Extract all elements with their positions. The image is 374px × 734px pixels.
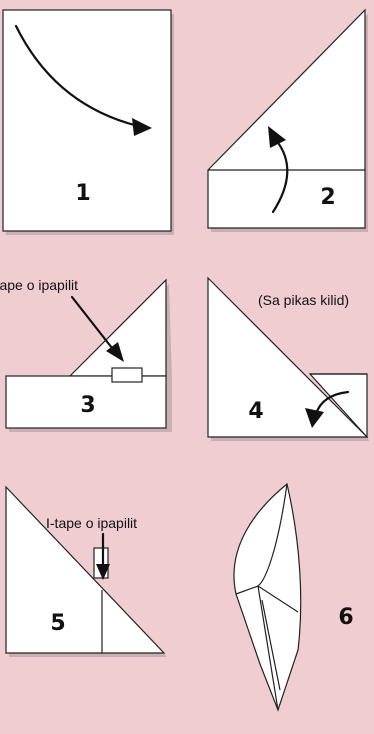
step-3: I-tape o ipapilit 3 xyxy=(0,277,172,432)
step-2-number: 2 xyxy=(320,185,335,210)
step-6: 6 xyxy=(234,484,354,710)
step-5-annotation: I-tape o ipapilit xyxy=(46,515,137,531)
step-3-pointer-arrow xyxy=(72,297,112,348)
step-4: (Sa pikas kilid) 4 xyxy=(208,278,370,441)
step-2: 2 xyxy=(208,10,368,232)
step-5: I-tape o ipapilit 5 xyxy=(6,487,167,657)
step-3-annotation: I-tape o ipapilit xyxy=(0,277,78,293)
step-1-number: 1 xyxy=(75,181,90,206)
step-3-triangle xyxy=(70,280,166,376)
step-3-number: 3 xyxy=(80,393,95,418)
step-4-number: 4 xyxy=(248,399,263,424)
step-2-paper xyxy=(208,10,365,228)
step-5-paper xyxy=(6,487,164,653)
step-4-annotation: (Sa pikas kilid) xyxy=(258,292,349,308)
step-5-number: 5 xyxy=(50,611,65,636)
step-6-number: 6 xyxy=(338,605,353,630)
step-6-cone xyxy=(234,484,301,710)
step-1: 1 xyxy=(3,10,174,235)
step-3-tape xyxy=(112,368,142,382)
